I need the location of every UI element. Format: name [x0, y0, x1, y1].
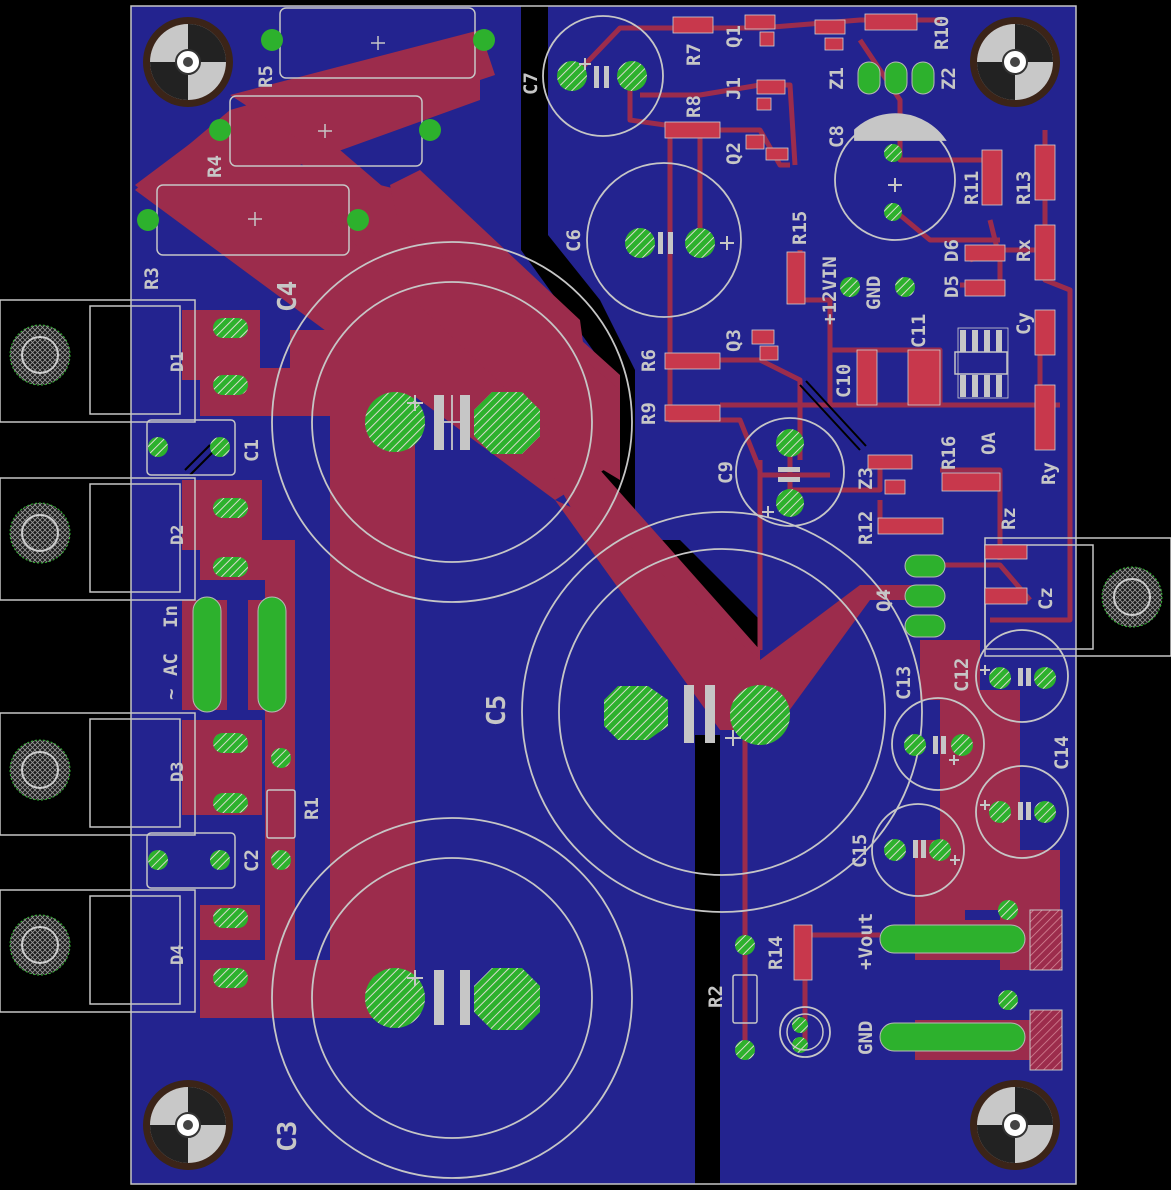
- output-terminal-pads: [1029, 909, 1063, 1071]
- label-R11: R11: [961, 171, 983, 205]
- label-In: In: [160, 605, 182, 628]
- label-Q4: Q4: [873, 589, 895, 612]
- label-GND-in: GND: [863, 276, 885, 310]
- label-C15: C15: [849, 834, 871, 868]
- label-Vout: +Vout: [855, 913, 877, 970]
- label-R5: R5: [255, 65, 277, 88]
- label-12VIN: +12VIN: [819, 256, 841, 325]
- label-R8: R8: [683, 95, 705, 118]
- mounting-holes: [143, 17, 1060, 1170]
- label-D5: D5: [941, 275, 963, 298]
- label-AC: AC: [160, 653, 182, 676]
- label-Cy: Cy: [1013, 312, 1035, 335]
- label-R12: R12: [855, 511, 877, 545]
- label-R13: R13: [1013, 171, 1035, 205]
- label-C14: C14: [1051, 736, 1073, 770]
- polarity-marks: [407, 58, 990, 986]
- label-J1: J1: [723, 77, 745, 100]
- label-R16: R16: [938, 436, 960, 470]
- label-R14: R14: [765, 936, 787, 970]
- label-Z1: Z1: [826, 67, 848, 90]
- op-amp-ic: [954, 330, 1008, 397]
- heatsink-screws: [9, 324, 1163, 976]
- label-tilde: ~: [160, 689, 182, 700]
- label-C3: C3: [273, 1121, 303, 1152]
- label-D2: D2: [168, 525, 188, 545]
- label-OA: OA: [978, 432, 1000, 455]
- label-D3: D3: [168, 762, 188, 782]
- label-GND-out: GND: [855, 1021, 877, 1055]
- label-Ry: Ry: [1038, 462, 1060, 485]
- label-Q1: Q1: [723, 25, 745, 48]
- silkscreen-labels: R5 R4 R3 C4 D1 C1 D2 In AC ~ D3 R1 C2 D4…: [141, 16, 1073, 1152]
- label-C5: C5: [482, 695, 512, 726]
- smd-pads: [664, 13, 1056, 981]
- label-R6: R6: [638, 349, 660, 372]
- label-C8: C8: [826, 125, 848, 148]
- label-Rx: Rx: [1013, 239, 1035, 262]
- small-outlines: [146, 419, 824, 1051]
- label-Cz: Cz: [1035, 587, 1057, 610]
- label-C7: C7: [520, 72, 542, 95]
- jumper-traces: [184, 380, 867, 476]
- label-C13: C13: [893, 666, 915, 700]
- label-Q2: Q2: [723, 142, 745, 165]
- top-copper-traces: [135, 30, 1060, 1060]
- label-C4: C4: [273, 281, 303, 312]
- label-Z3: Z3: [855, 467, 877, 490]
- label-R4: R4: [204, 155, 226, 178]
- label-Q3: Q3: [723, 329, 745, 352]
- label-C1: C1: [241, 439, 263, 462]
- label-R2: R2: [705, 985, 727, 1008]
- label-R15: R15: [789, 211, 811, 245]
- label-C12: C12: [951, 658, 973, 692]
- label-Z2: Z2: [938, 67, 960, 90]
- label-D1: D1: [168, 352, 188, 372]
- cap-body-marks: [434, 66, 1031, 1025]
- label-R7: R7: [683, 43, 705, 66]
- label-C6: C6: [563, 229, 585, 252]
- label-D4: D4: [168, 945, 188, 965]
- label-R10: R10: [931, 16, 953, 50]
- label-R1: R1: [301, 797, 323, 820]
- label-C11: C11: [908, 314, 930, 348]
- through-hole-pads: [137, 29, 1056, 1060]
- label-D6: D6: [941, 239, 963, 262]
- label-C9: C9: [715, 461, 737, 484]
- label-C2: C2: [241, 849, 263, 872]
- label-C10: C10: [833, 364, 855, 398]
- label-R9: R9: [638, 402, 660, 425]
- label-R3: R3: [141, 267, 163, 290]
- label-Rz: Rz: [998, 507, 1020, 530]
